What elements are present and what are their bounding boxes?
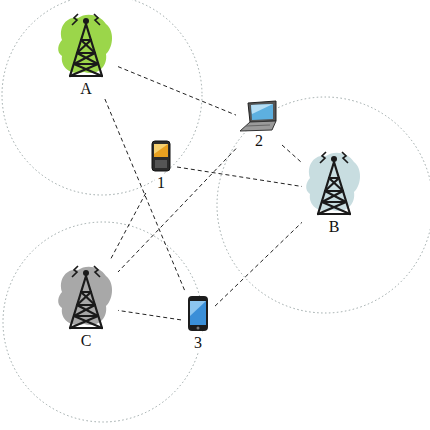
tower-icon <box>56 262 116 332</box>
mobile-device: 3 <box>183 294 213 351</box>
laptop-icon <box>238 100 280 132</box>
link-line <box>105 99 185 292</box>
coverage-circle <box>3 222 203 422</box>
smartphone-icon <box>183 294 213 334</box>
link-line <box>177 167 302 187</box>
link-line <box>118 149 236 272</box>
node-label: B <box>327 218 342 235</box>
tower-icon <box>56 10 116 80</box>
node-label: A <box>78 80 94 97</box>
coverage-circle <box>2 0 202 195</box>
base-station: A <box>56 10 116 97</box>
link-line <box>282 145 302 163</box>
link-line <box>118 310 181 320</box>
tower-icon <box>304 148 364 218</box>
laptop-device: 2 <box>238 100 280 149</box>
node-label: 2 <box>253 132 265 149</box>
base-station: B <box>304 148 364 235</box>
link-line <box>110 193 146 260</box>
node-label: 1 <box>155 174 167 191</box>
base-station: C <box>56 262 116 349</box>
phone-icon <box>147 138 175 174</box>
mobile-device: 1 <box>147 138 175 191</box>
node-label: 3 <box>192 334 204 351</box>
link-line <box>118 67 236 116</box>
coverage-circle <box>217 97 430 313</box>
link-line <box>215 222 302 306</box>
node-label: C <box>79 332 94 349</box>
